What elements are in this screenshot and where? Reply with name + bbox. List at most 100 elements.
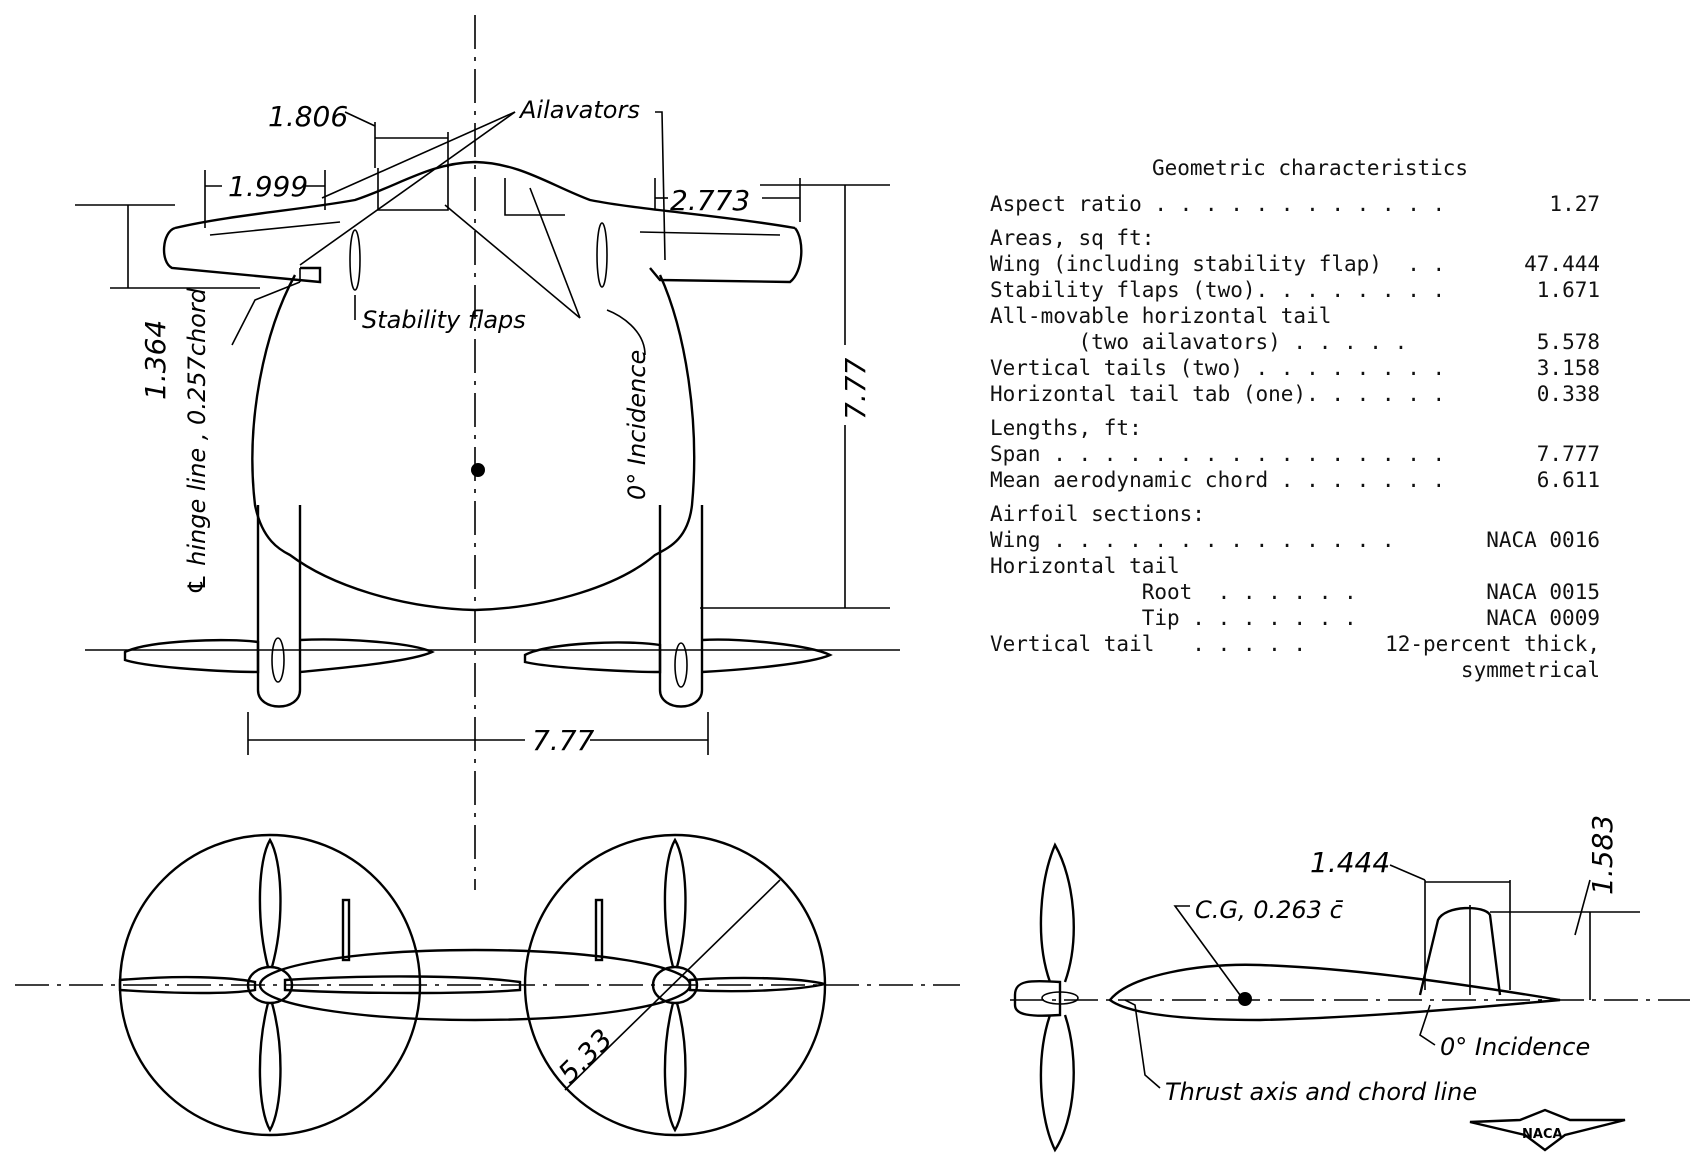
row-value: 5.578 (1536, 330, 1600, 354)
label-stability-flaps: Stability flaps (362, 306, 526, 334)
dim-aileron-outer: 1.999 (228, 170, 308, 203)
row-label: Vertical tail . . . . . (990, 632, 1307, 656)
row-value: 3.158 (1536, 356, 1600, 380)
lengths-list: Span . . . . . . . . . . . . . . . . 7.77… (990, 441, 1600, 493)
table-row: Tip . . . . . . .NACA 0009 (990, 605, 1600, 631)
plan-view: 1.806 1.999 2.773 7.77 1.364 7.77 Ailava… (75, 15, 900, 890)
row-value: NACA 0016 (1486, 528, 1600, 552)
label-side-incidence: 0° Incidence (1440, 1033, 1590, 1061)
row-label: Wing (including stability flap) . . (990, 252, 1440, 276)
row-label: (two ailavators) . . . . . (990, 330, 1408, 354)
table-row: Vertical tail . . . . . 12-percent thick, (990, 631, 1600, 657)
table-row: symmetrical (990, 657, 1600, 683)
table-row: Root . . . . . . NACA 0015 (990, 579, 1600, 605)
row-value: 12-percent thick, (1385, 632, 1600, 656)
table-title: Geometric characteristics (1151, 156, 1469, 180)
front-right-spinner (651, 965, 699, 1005)
plan-right-wing-panel (649, 227, 803, 284)
row-label: Vertical tails (two) . . . . . . . . (990, 356, 1440, 380)
table-row: (two ailavators) . . . . . 5.578 (990, 329, 1601, 355)
naca-logo-text: NACA (1522, 1127, 1563, 1142)
row-value: symmetrical (1460, 658, 1600, 682)
label-plan-incidence: 0° Incidence (623, 350, 651, 500)
row-label: Mean aerodynamic chord . . . . . . . (990, 468, 1440, 492)
airfoils-list: Wing . . . . . . . . . . . . . .NACA 001… (990, 527, 1600, 683)
row-label (990, 657, 1440, 683)
row-label: Horizontal tail tab (one). . . . . . (990, 382, 1440, 406)
label-cg: C.G, 0.263 c̄ (1195, 896, 1343, 924)
table-row: Aspect ratio . . . . . . . . . . . . 1.2… (990, 191, 1600, 217)
plan-right-prop (523, 638, 833, 674)
plan-left-nacelle (256, 505, 302, 708)
side-incidence-leader (1419, 1004, 1436, 1046)
front-left-prop-blades (258, 837, 282, 1133)
row-value: NACA 0015 (1486, 580, 1600, 604)
row-value: 47.444 (1524, 252, 1600, 276)
row-value: 0.338 (1536, 382, 1600, 406)
dim-aileron-inner: 1.806 (268, 100, 348, 133)
plan-cg-marker (471, 463, 485, 477)
side-cg-leader (1173, 905, 1241, 996)
table-section-heading: Lengths, ft: (990, 416, 1142, 440)
plan-left-wing-panel (162, 226, 322, 284)
geometric-characteristics-table: Geometric characteristics Aspect ratio .… (990, 155, 1600, 683)
side-dimensions (1389, 864, 1640, 1000)
areas-list: Wing (including stability flap) . . 47.44… (990, 251, 1600, 407)
row-label: Span . . . . . . . . . . . . . . . . (990, 442, 1440, 466)
row-value (1440, 303, 1600, 329)
dim-plan-span: 7.77 (532, 724, 595, 757)
plan-right-ailavator-line (639, 231, 781, 236)
dim-hinge-offset: 1.364 (139, 320, 172, 400)
row-value: 6.611 (1536, 468, 1600, 492)
front-center-wing (283, 975, 522, 995)
dim-side-tail-height: 1.583 (1586, 815, 1619, 895)
plan-right-stability-flap (504, 178, 565, 216)
row-value: 1.27 (1549, 192, 1600, 216)
plan-left-prop (123, 638, 435, 674)
front-right-fin (594, 898, 604, 962)
plan-left-spinner (271, 637, 285, 683)
plan-wing-leading-edge (174, 160, 796, 230)
row-value (1440, 553, 1600, 579)
front-view: 5.33 (15, 833, 960, 1137)
dim-plan-length: 7.77 (839, 357, 872, 420)
label-ailavators: Ailavators (518, 96, 640, 124)
side-body-outline (1108, 963, 1561, 1022)
plan-leaders (231, 111, 666, 356)
plan-left-stability-flap (377, 165, 449, 211)
table-row: Stability flaps (two). . . . . . . . 1.67… (990, 277, 1600, 303)
front-right-prop-blades (663, 837, 687, 1133)
side-view: 1.444 1.583 C.G, 0.263 c̄ 0° Incidence T… (1010, 815, 1690, 1153)
table-row: Horizontal tail tab (one). . . . . . 0.33… (990, 381, 1600, 407)
table-row: Span . . . . . . . . . . . . . . . . 7.77… (990, 441, 1600, 467)
plan-right-spinner (674, 642, 688, 688)
label-thrust-axis: Thrust axis and chord line (1165, 1078, 1477, 1106)
table-row: Mean aerodynamic chord . . . . . . . 6.61… (990, 467, 1600, 493)
front-prop-diameter-line (564, 879, 781, 1091)
row-value: 7.777 (1536, 442, 1600, 466)
front-left-fin (341, 898, 351, 962)
dim-side-tail-length: 1.444 (1310, 846, 1390, 879)
table-row: All-movable horizontal tail (990, 303, 1600, 329)
side-nacelle-nose (1013, 979, 1062, 1017)
row-label: Aspect ratio . . . . . . . . . . . . (990, 192, 1440, 216)
side-cg-marker (1238, 992, 1252, 1006)
naca-logo: NACA (1469, 1108, 1626, 1152)
row-value: 1.671 (1536, 278, 1600, 302)
plan-dimensions (75, 111, 890, 755)
side-prop-upper (1039, 842, 1075, 983)
table-row: Wing (including stability flap) . . 47.44… (990, 251, 1600, 277)
dim-prop-diameter: 5.33 (552, 1023, 619, 1090)
front-left-spinner (246, 965, 294, 1005)
row-label: Tip . . . . . . . (990, 606, 1357, 630)
row-label: Horizontal tail (990, 554, 1180, 578)
row-label: Root . . . . . . (990, 580, 1357, 604)
table-section-heading: Areas, sq ft: (990, 226, 1155, 250)
row-label: All-movable horizontal tail (990, 304, 1332, 328)
row-label: Stability flaps (two). . . . . . . . (990, 278, 1440, 302)
plan-left-fin (349, 229, 361, 291)
dim-tail-span-right: 2.773 (670, 184, 750, 217)
front-right-wing (688, 976, 826, 993)
table-row: Wing . . . . . . . . . . . . . .NACA 001… (990, 527, 1600, 553)
